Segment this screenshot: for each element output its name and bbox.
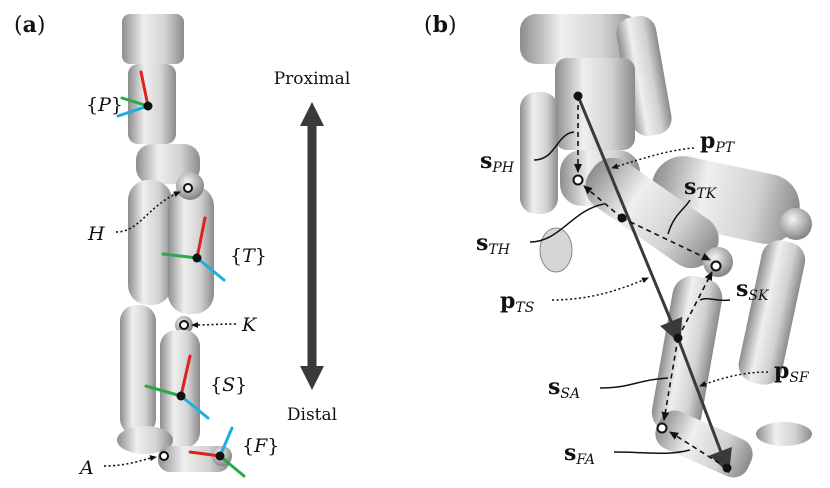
joint-A-label: A: [78, 457, 94, 479]
joint-ankle-b: [658, 424, 667, 433]
point-foot: [723, 464, 732, 473]
front-thigh-a: [168, 186, 214, 314]
panel-a-label: (a): [14, 12, 45, 38]
proximal-label: Proximal: [274, 69, 351, 89]
back-foot-b: [756, 422, 812, 446]
forearm-b: [520, 92, 558, 214]
joint-hip-b: [574, 176, 583, 185]
distal-label: Distal: [287, 405, 337, 425]
torso-a: [122, 14, 184, 64]
joint-H-label: H: [87, 223, 105, 245]
panel-b-label: (b): [424, 12, 457, 38]
leader-K: [192, 324, 236, 325]
joint-K-label: K: [241, 314, 258, 336]
point-shank: [674, 334, 683, 343]
leader-p-TS: [552, 278, 648, 300]
label-p-TS: pTS: [500, 288, 534, 316]
proximal-distal-arrow: [300, 102, 324, 390]
front-shank-a: [160, 330, 200, 448]
mannequin-standing: [117, 14, 232, 472]
joint-A-marker: [160, 452, 168, 460]
back-shank-b: [735, 237, 808, 388]
label-s-PH: sPH: [480, 148, 515, 176]
label-p-SF: pSF: [774, 358, 810, 386]
frame-P-label: {P}: [86, 94, 123, 116]
back-thigh-a: [128, 180, 172, 305]
frame-T-label: {T}: [230, 245, 267, 267]
label-s-TH: sTH: [476, 230, 511, 258]
label-p-PT: pPT: [700, 128, 736, 156]
hand-b: [540, 228, 572, 272]
joint-knee-b: [712, 262, 721, 271]
label-s-FA: sFA: [564, 440, 595, 468]
front-foot-b: [650, 405, 758, 482]
frame-F-label: {F}: [242, 435, 279, 457]
back-shank-a: [120, 305, 156, 435]
joint-H-marker: [184, 184, 192, 192]
back-knee-b: [780, 208, 812, 240]
frame-S-label: {S}: [210, 374, 247, 396]
joint-K-marker: [180, 321, 188, 329]
point-thigh: [618, 214, 627, 223]
point-pelvis: [574, 92, 583, 101]
leader-A: [104, 457, 156, 466]
label-s-SA: sSA: [548, 374, 580, 402]
